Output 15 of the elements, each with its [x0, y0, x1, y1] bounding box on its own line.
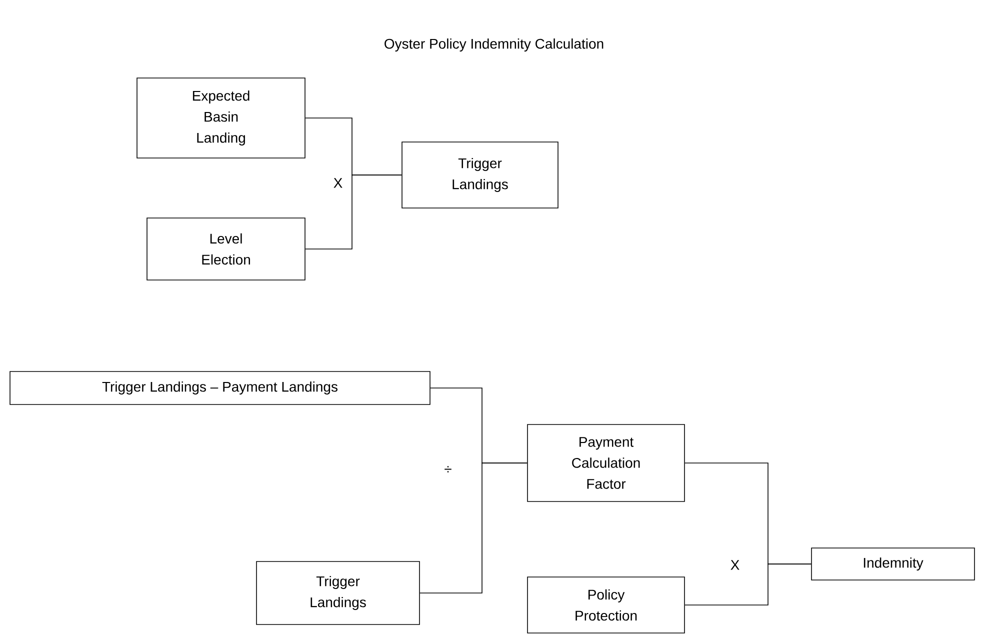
connector-line	[305, 174, 402, 250]
process-box: Trigger Landings	[402, 142, 558, 208]
connector-line	[684, 564, 812, 606]
operator-label: ÷	[444, 466, 452, 472]
operator-label: X	[730, 560, 740, 570]
process-box: Expected Basin Landing	[136, 78, 306, 158]
operator-label: X	[334, 178, 342, 188]
process-box: Level Election	[146, 218, 306, 280]
connector-line	[420, 462, 528, 594]
process-box: Trigger Landings – Payment Landings	[10, 371, 430, 405]
process-box: Indemnity	[811, 548, 975, 580]
process-box: Policy Protection	[527, 576, 685, 634]
process-box: Payment Calculation Factor	[527, 424, 685, 502]
process-box: Trigger Landings	[256, 561, 420, 625]
title: Oyster Policy Indemnity Calculation	[384, 38, 604, 52]
